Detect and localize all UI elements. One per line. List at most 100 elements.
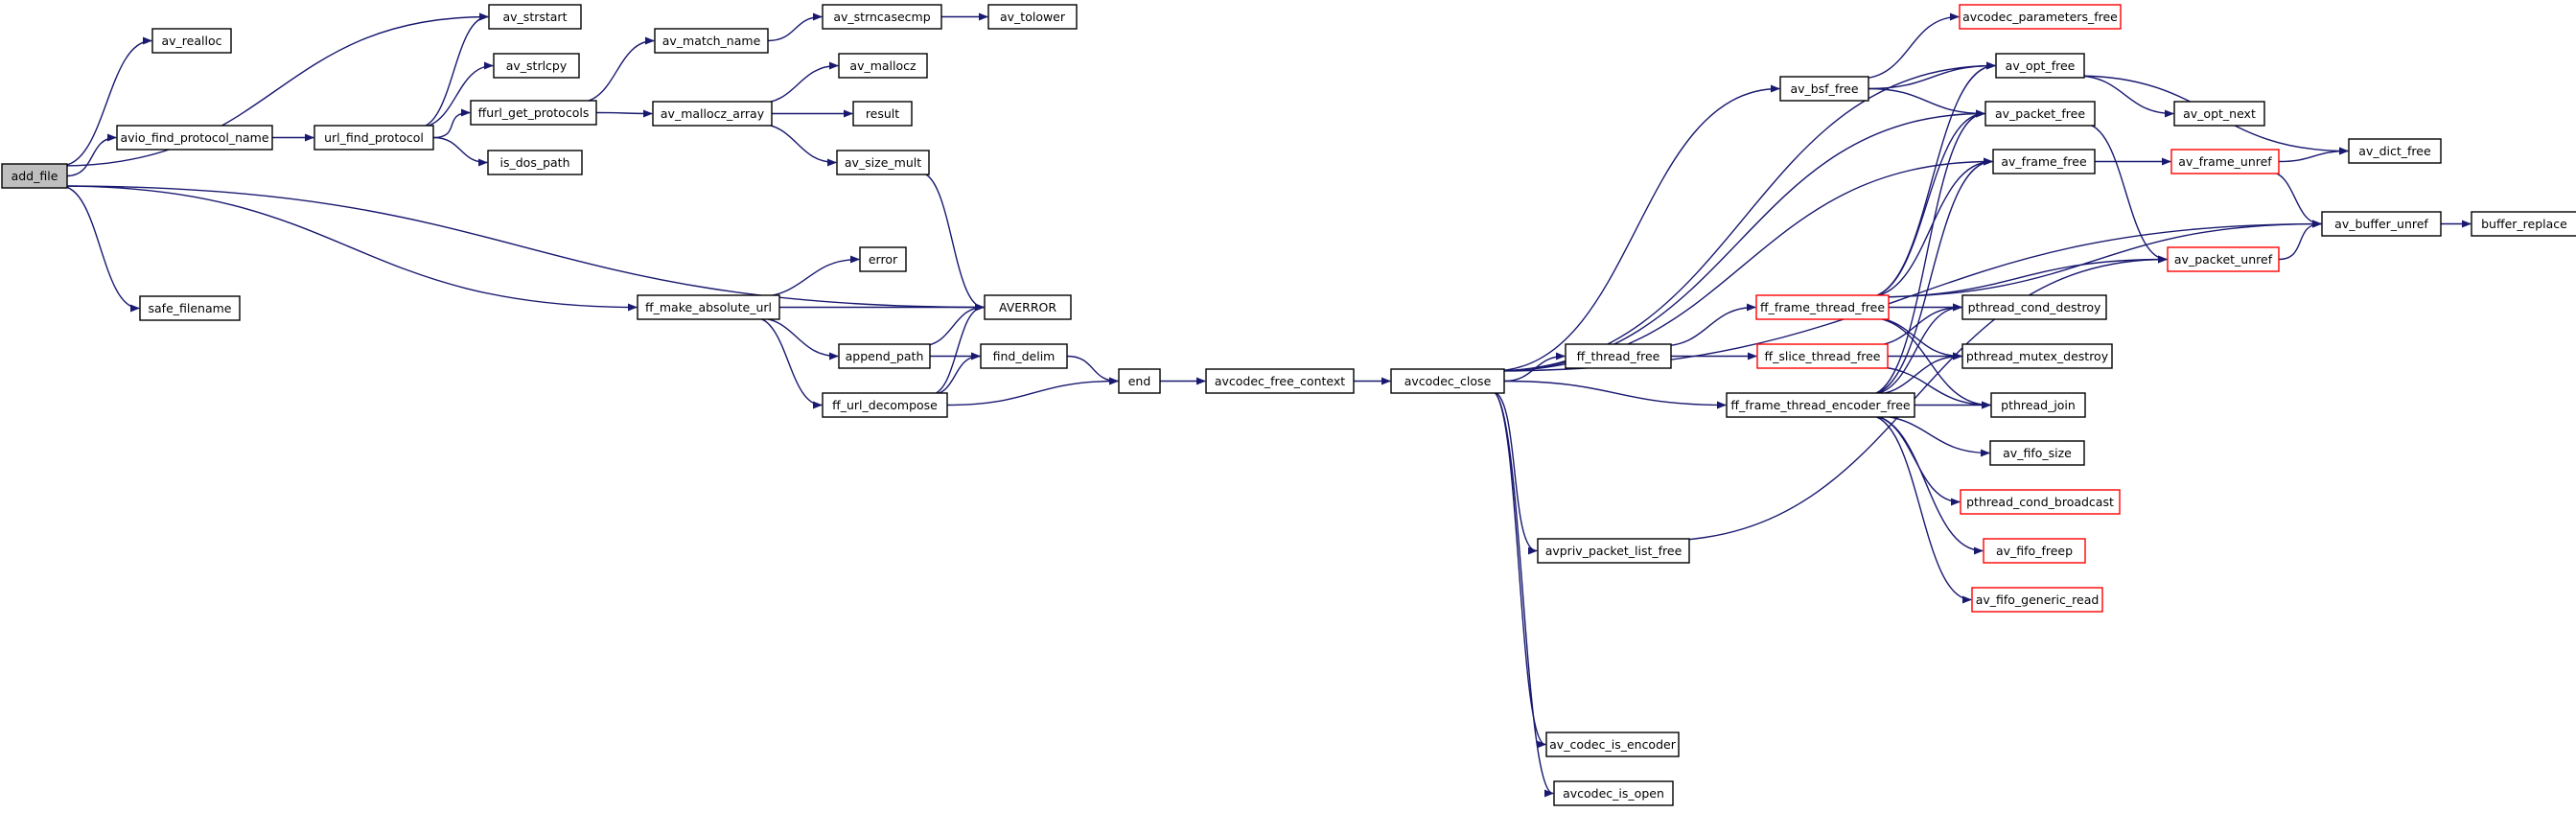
node-ff_thread_free[interactable]: ff_thread_free (1565, 343, 1672, 369)
node-safe_filename[interactable]: safe_filename (139, 295, 241, 321)
node-ff_make_absolute_url[interactable]: ff_make_absolute_url (637, 294, 780, 320)
node-ff_frame_thread_encoder_free[interactable]: ff_frame_thread_encoder_free (1726, 392, 1915, 418)
node-ff_url_decompose[interactable]: ff_url_decompose (822, 392, 948, 418)
node-append_path[interactable]: append_path (838, 343, 931, 369)
node-ff_frame_thread_free[interactable]: ff_frame_thread_free (1755, 294, 1890, 320)
node-pthread_cond_broadcast[interactable]: pthread_cond_broadcast (1960, 489, 2121, 515)
node-av_fifo_size[interactable]: av_fifo_size (1989, 440, 2085, 466)
node-box (1992, 149, 2096, 174)
node-pthread_cond_destroy[interactable]: pthread_cond_destroy (1961, 294, 2107, 320)
edge-arrow (418, 12, 489, 128)
edge-arrow (60, 12, 489, 167)
node-pthread_join[interactable]: pthread_join (1990, 392, 2086, 418)
node-label: safe_filename (149, 301, 232, 315)
node-av_frame_unref[interactable]: av_frame_unref (2170, 149, 2280, 174)
edge-av_mallocz_array-to-av_size_mult (756, 123, 837, 167)
node-AVERROR[interactable]: AVERROR (984, 294, 1072, 320)
node-av_opt_free[interactable]: av_opt_free (1995, 53, 2085, 79)
node-label: ff_url_decompose (832, 398, 938, 412)
node-av_frame_free[interactable]: av_frame_free (1992, 149, 2096, 174)
node-av_size_mult[interactable]: av_size_mult (836, 150, 930, 175)
node-label: av_strncasecmp (833, 10, 930, 24)
node-result[interactable]: result (852, 101, 913, 127)
node-end[interactable]: end (1118, 368, 1161, 394)
node-label: append_path (846, 349, 924, 363)
node-avcodec_parameters_free[interactable]: avcodec_parameters_free (1959, 4, 2122, 30)
node-ffurl_get_protocols[interactable]: ffurl_get_protocols (470, 100, 597, 126)
node-av_buffer_unref[interactable]: av_buffer_unref (2321, 211, 2442, 237)
node-box (470, 100, 597, 126)
node-box (2348, 138, 2442, 164)
node-label: avpriv_packet_list_free (1545, 544, 1683, 558)
node-label: av_opt_next (2183, 106, 2256, 121)
node-av_strstart[interactable]: av_strstart (488, 4, 582, 30)
edge-url_find_protocol-to-is_dos_path (432, 136, 488, 167)
edge-add_file-to-avio_find_protocol_name (66, 133, 117, 177)
node-avcodec_is_open[interactable]: avcodec_is_open (1553, 780, 1674, 806)
node-box (313, 125, 434, 151)
node-avio_find_protocol_name[interactable]: avio_find_protocol_name (116, 125, 273, 151)
node-av_mallocz_array[interactable]: av_mallocz_array (652, 101, 773, 127)
edge-ff_make_absolute_url-to-ff_url_decompose (754, 316, 823, 409)
node-error[interactable]: error (859, 246, 907, 272)
edge-url_find_protocol-to-ffurl_get_protocols (432, 108, 471, 139)
edge-arrow (1868, 109, 1985, 396)
edge-ff_frame_thread_encoder_free-to-pthread_cond_destroy (1868, 303, 1962, 396)
node-av_opt_next[interactable]: av_opt_next (2173, 101, 2265, 127)
edge-ff_thread_free-to-ff_frame_thread_free (1659, 303, 1756, 347)
node-label: av_dict_free (2358, 144, 2431, 158)
node-av_mallocz[interactable]: av_mallocz (838, 53, 928, 79)
node-box (1755, 294, 1890, 320)
node-label: av_frame_free (2001, 154, 2087, 169)
node-label: pthread_cond_destroy (1968, 300, 2101, 314)
edge-arrow (2278, 147, 2349, 163)
node-av_tolower[interactable]: av_tolower (987, 4, 1078, 30)
node-av_match_name[interactable]: av_match_name (654, 28, 769, 54)
node-box (1961, 294, 2107, 320)
edge-av_bsf_free-to-av_opt_free (1868, 61, 1996, 90)
edge-arrow (60, 185, 140, 313)
node-avpriv_packet_list_free[interactable]: avpriv_packet_list_free (1537, 538, 1690, 564)
node-add_file[interactable]: add_file (1, 163, 68, 189)
edge-av_opt_free-to-av_opt_next (2075, 75, 2174, 118)
edge-ff_frame_thread_encoder_free-to-av_fifo_freep (1868, 414, 1984, 555)
node-label: pthread_cond_broadcast (1966, 495, 2114, 509)
node-av_realloc[interactable]: av_realloc (151, 28, 232, 54)
node-av_strlcpy[interactable]: av_strlcpy (493, 53, 580, 79)
node-av_bsf_free[interactable]: av_bsf_free (1779, 76, 1869, 102)
node-ff_slice_thread_free[interactable]: ff_slice_thread_free (1756, 343, 1889, 369)
node-box (1390, 368, 1505, 394)
edge-arrow (1659, 303, 1756, 347)
node-av_packet_free[interactable]: av_packet_free (1984, 101, 2096, 127)
node-buffer_replace[interactable]: buffer_replace (2471, 211, 2576, 237)
node-label: av_realloc (162, 34, 222, 48)
edge-arrow (1867, 109, 1985, 298)
edge-av_bsf_free-to-avcodec_parameters_free (1859, 12, 1960, 80)
edge-ff_frame_thread_encoder_free-to-av_frame_free (1868, 157, 1993, 396)
node-label: ff_frame_thread_free (1760, 300, 1885, 314)
node-avcodec_free_context[interactable]: avcodec_free_context (1205, 368, 1355, 394)
edge-arrow (66, 133, 117, 177)
edge-ff_frame_thread_encoder_free-to-pthread_cond_broadcast (1868, 414, 1961, 506)
edge-arrow (919, 172, 985, 312)
node-av_codec_is_encoder[interactable]: av_codec_is_encoder (1545, 732, 1680, 757)
node-av_packet_unref[interactable]: av_packet_unref (2167, 246, 2280, 272)
node-avcodec_close[interactable]: avcodec_close (1390, 368, 1505, 394)
edge-ff_frame_thread_encoder_free-to-av_fifo_generic_read (1868, 414, 1972, 604)
edge-arrow (929, 303, 985, 396)
edge-arrow (1066, 355, 1119, 385)
node-is_dos_path[interactable]: is_dos_path (487, 150, 583, 175)
node-av_fifo_generic_read[interactable]: av_fifo_generic_read (1971, 587, 2103, 613)
node-pthread_mutex_destroy[interactable]: pthread_mutex_destroy (1961, 343, 2113, 369)
node-av_fifo_freep[interactable]: av_fifo_freep (1983, 538, 2086, 564)
node-av_strncasecmp[interactable]: av_strncasecmp (822, 4, 942, 30)
edge-av_frame_unref-to-av_buffer_unref (2267, 171, 2322, 228)
node-find_delim[interactable]: find_delim (980, 343, 1068, 369)
edge-arrow (1867, 220, 2322, 298)
node-av_dict_free[interactable]: av_dict_free (2348, 138, 2442, 164)
node-label: av_fifo_freep (1996, 544, 2073, 558)
node-url_find_protocol[interactable]: url_find_protocol (313, 125, 434, 151)
node-box (488, 4, 582, 30)
edge-arrow (754, 316, 839, 360)
